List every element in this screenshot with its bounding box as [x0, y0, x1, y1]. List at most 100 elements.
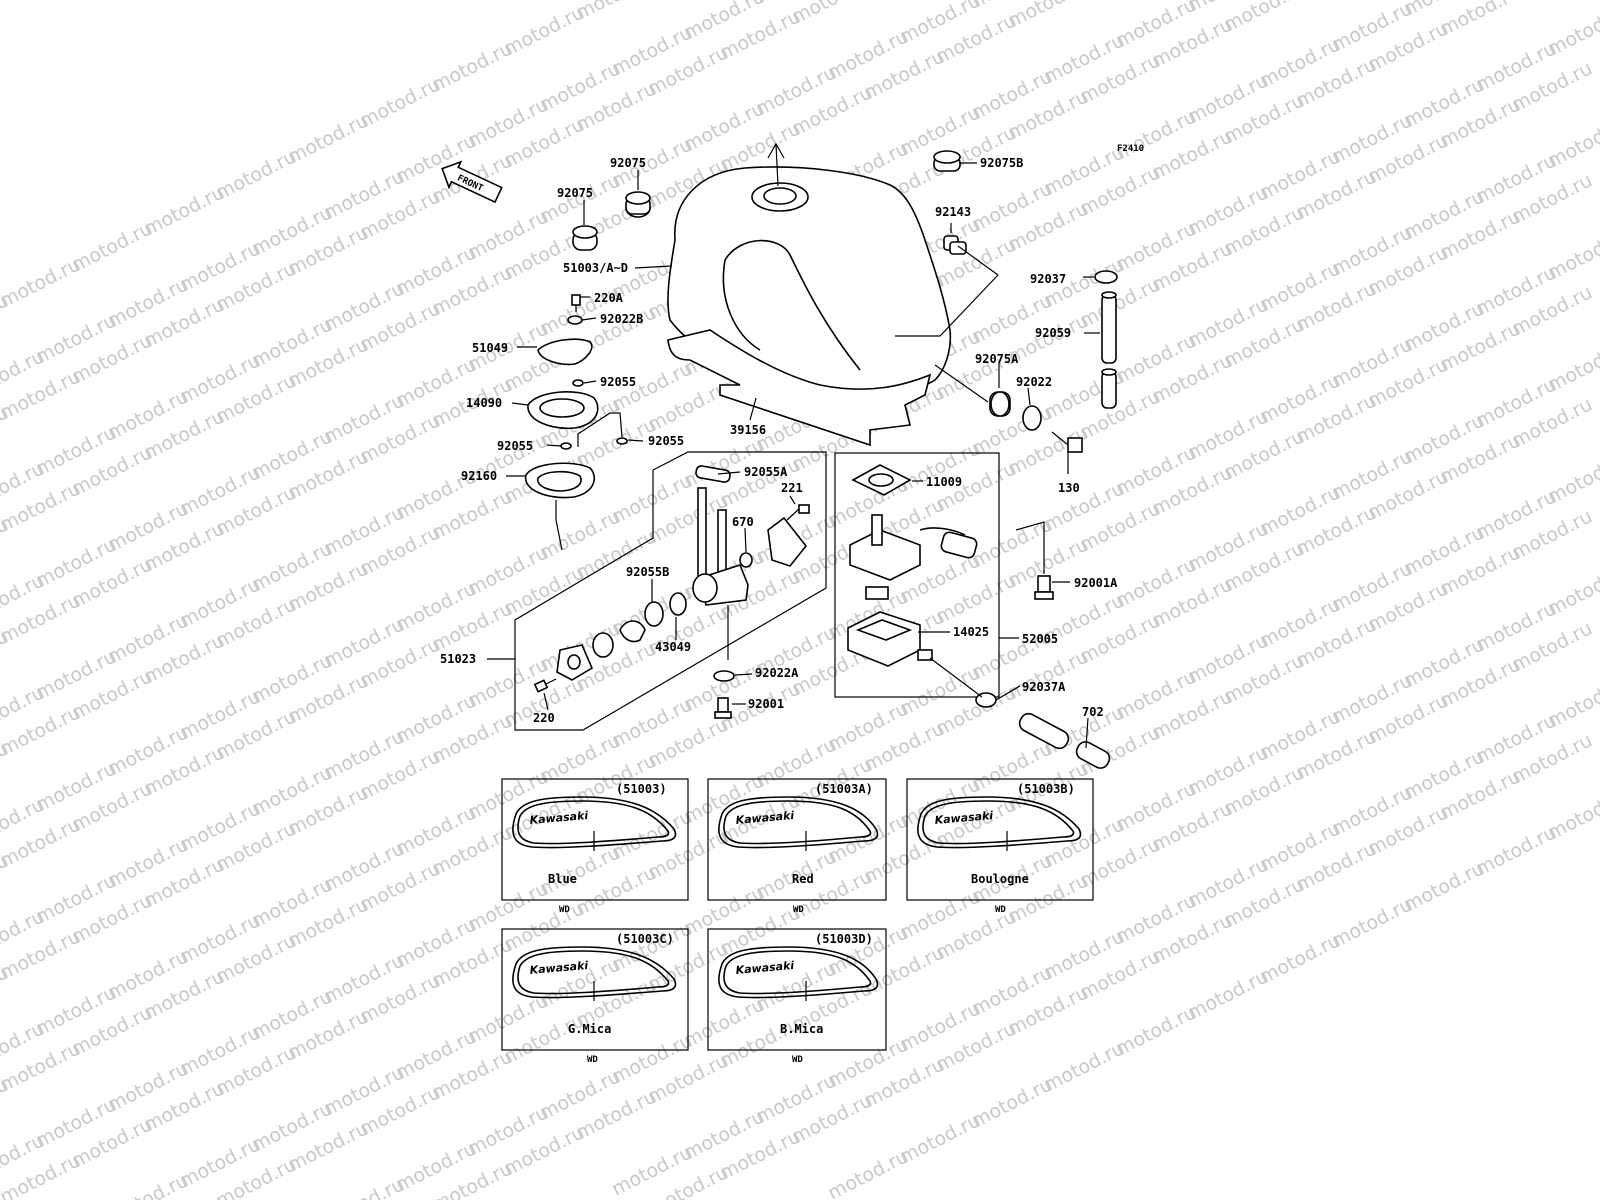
variant-mark: WD: [587, 1055, 598, 1065]
variant-mark: WD: [793, 905, 804, 915]
label-52005: 52005: [1022, 632, 1058, 646]
label-92022: 92022: [1016, 375, 1052, 389]
gasket-14090: [527, 391, 599, 430]
part-92075-top: [625, 191, 651, 218]
oring-92055-a: [572, 379, 584, 387]
leader-lines: [487, 162, 1100, 749]
oring-92055-b: [560, 442, 572, 450]
brand-logo: Kawasaki: [934, 809, 994, 827]
cap-92075B: [933, 150, 961, 172]
variant-code: (51003C): [616, 932, 674, 946]
label-92160: 92160: [461, 469, 497, 483]
label-11009: 11009: [926, 475, 962, 489]
tank-bottom-plate: [667, 329, 932, 447]
label-92075-top: 92075: [610, 156, 646, 170]
label-92143: 92143: [935, 205, 971, 219]
cover-51049: [537, 338, 593, 366]
part-92075-left: [572, 225, 598, 251]
watermark-text: motod.ru: [1544, 225, 1600, 284]
brand-logo: Kawasaki: [529, 809, 589, 827]
label-92037A: 92037A: [1022, 680, 1066, 694]
variant-code: (51003B): [1017, 782, 1075, 796]
variant-code: (51003A): [815, 782, 873, 796]
oring-92055-c: [616, 437, 628, 445]
variant-code: (51003D): [815, 932, 873, 946]
watermark-text: motod.ru: [1436, 0, 1524, 40]
variant-color: Red: [792, 872, 814, 886]
label-670: 670: [732, 515, 754, 529]
watermark-text: motod.ru: [1544, 561, 1600, 620]
label-92055-b: 92055: [497, 439, 533, 453]
variant-panel-3: (51003B) Kawasaki Boulogne WD: [906, 778, 1094, 915]
variant-mark: WD: [559, 905, 570, 915]
watermark-text: motod.ru: [788, 0, 876, 28]
label-92055A: 92055A: [744, 465, 788, 479]
variant-color: Blue: [548, 872, 577, 886]
variant-mark: WD: [995, 905, 1006, 915]
label-130: 130: [1058, 481, 1080, 495]
label-92075A: 92075A: [975, 352, 1019, 366]
label-39156: 39156: [730, 423, 766, 437]
variant-color: B.Mica: [780, 1022, 823, 1036]
label-92022B: 92022B: [600, 312, 643, 326]
label-92022A: 92022A: [755, 666, 799, 680]
watermark-text: motod.ru: [1544, 785, 1600, 844]
label-51023: 51023: [440, 652, 476, 666]
clip-92037: [1094, 270, 1118, 284]
brand-logo: Kawasaki: [735, 959, 795, 977]
watermark-text: motod.ru: [1544, 113, 1600, 172]
label-51003: 51003/A~D: [563, 261, 628, 275]
variant-panel-4: (51003C) Kawasaki G.Mica WD: [501, 928, 689, 1065]
variant-color: G.Mica: [568, 1022, 611, 1036]
washer-92022B: [567, 315, 583, 325]
variant-color: Boulogne: [971, 872, 1029, 886]
grommet-92143: [943, 235, 967, 255]
hose-92059: [1101, 291, 1117, 409]
fuel-cock-group: [514, 451, 827, 731]
watermark-text: motod.ru: [572, 0, 660, 24]
label-92075B: 92075B: [980, 156, 1023, 170]
damper-92075A: [989, 391, 1011, 417]
bolt-92001A: [1034, 575, 1054, 600]
variant-panel-2: (51003A) Kawasaki Red WD: [707, 778, 887, 915]
variant-mark: WD: [792, 1055, 803, 1065]
variant-panel-1: (51003) Kawasaki Blue WD: [501, 778, 689, 915]
gasket-92160: [524, 462, 596, 499]
label-92055-a: 92055: [600, 375, 636, 389]
label-92001: 92001: [748, 697, 784, 711]
label-92055-c: 92055: [648, 434, 684, 448]
fuel-pump-group: [834, 452, 1000, 698]
washer-92022: [1022, 405, 1042, 431]
label-220A: 220A: [594, 291, 624, 305]
label-92059: 92059: [1035, 326, 1071, 340]
label-92001A: 92001A: [1074, 576, 1118, 590]
label-92075-left: 92075: [557, 186, 593, 200]
watermark-text: motod.ru: [1508, 0, 1596, 4]
label-92037: 92037: [1030, 272, 1066, 286]
watermark-text: motod.ru: [1544, 673, 1600, 732]
label-14025: 14025: [953, 625, 989, 639]
part-labels: 92075 92075 51003/A~D 220A 92022B 51049 …: [440, 156, 1118, 725]
bolt-220A: [571, 294, 581, 312]
bolt-130: [1051, 431, 1083, 453]
variant-code: (51003): [616, 782, 667, 796]
label-221: 221: [781, 481, 803, 495]
label-702: 702: [1082, 705, 1104, 719]
label-51049: 51049: [472, 341, 508, 355]
label-43049: 43049: [655, 640, 691, 654]
watermark-text: motod.ru: [1544, 337, 1600, 396]
variant-panel-5: (51003D) Kawasaki B.Mica WD: [707, 928, 887, 1065]
watermark-text: motod.ru: [1544, 1, 1600, 60]
watermark-text: motod.ru: [1220, 0, 1308, 36]
brand-logo: Kawasaki: [529, 959, 589, 977]
fuel-tank: [667, 142, 952, 396]
watermark-text: motod.ru: [1544, 449, 1600, 508]
brand-logo: Kawasaki: [735, 809, 795, 827]
watermark-text: motod.ru: [1004, 0, 1092, 32]
label-92055B: 92055B: [626, 565, 669, 579]
label-220: 220: [533, 711, 555, 725]
label-14090: 14090: [466, 396, 502, 410]
figure-code: F2410: [1117, 144, 1144, 154]
hose-702: [1018, 712, 1111, 769]
